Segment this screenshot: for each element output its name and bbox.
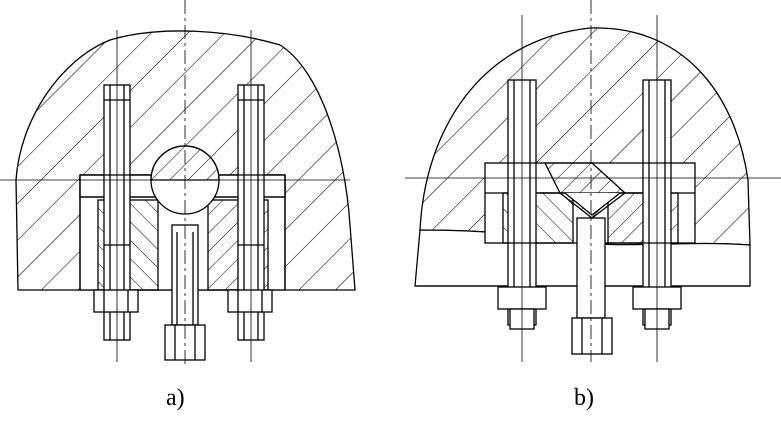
caption-a: a) — [166, 385, 185, 411]
caption-b: b) — [574, 385, 594, 411]
center-nut-b — [571, 317, 613, 355]
view-b — [405, 0, 781, 362]
nut-right-a — [227, 289, 273, 313]
view-a — [0, 0, 356, 368]
nut-left-a — [93, 289, 139, 313]
